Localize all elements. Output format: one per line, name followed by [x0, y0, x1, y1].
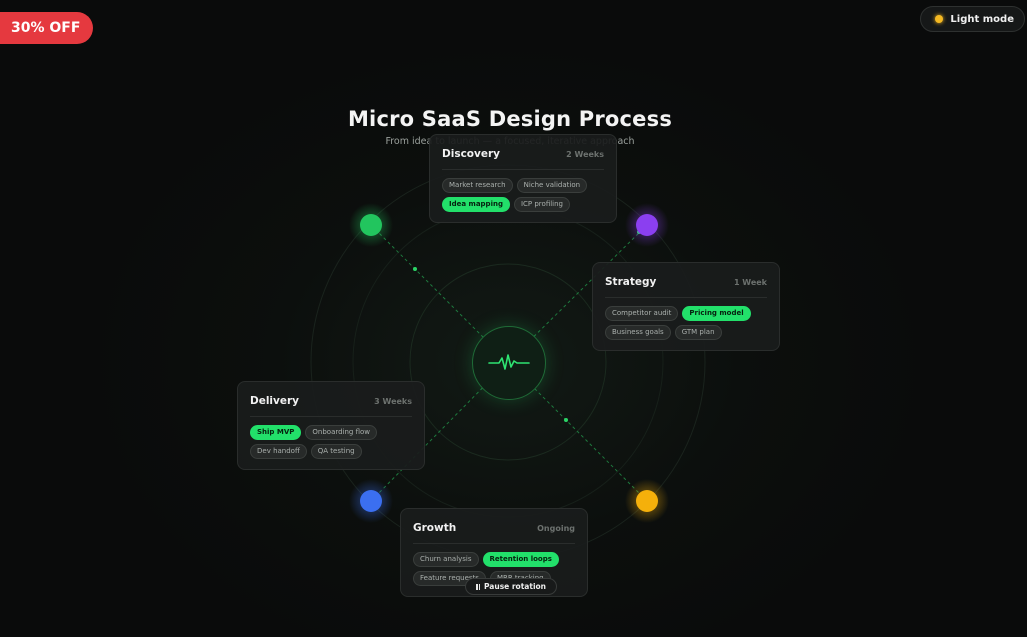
node-discovery[interactable]	[360, 214, 382, 236]
theme-toggle-label: Light mode	[950, 13, 1014, 25]
tag-chip[interactable]: ICP profiling	[513, 197, 570, 212]
pause-icon	[476, 583, 480, 590]
stage-title: Growth	[413, 522, 457, 534]
stage-duration: 3 Weeks	[374, 396, 412, 406]
stage-duration: 1 Week	[733, 277, 767, 287]
discount-badge[interactable]: 30% OFF	[0, 12, 94, 44]
pulse-dot	[413, 267, 417, 271]
sun-icon	[935, 15, 944, 23]
hub	[472, 326, 546, 400]
tag-chip[interactable]: Market research	[442, 178, 513, 193]
node-strategy[interactable]	[636, 214, 658, 236]
node-delivery[interactable]	[360, 490, 382, 512]
tag-chip[interactable]: Pricing model	[682, 306, 751, 321]
tag-chip[interactable]: Retention loops	[482, 552, 559, 567]
tag-chip[interactable]: Churn analysis	[413, 552, 479, 567]
tag-chip[interactable]: Ship MVP	[250, 425, 302, 440]
pulse-icon	[488, 354, 530, 370]
tag-chip[interactable]: Dev handoff	[250, 444, 307, 459]
tag-chip[interactable]: Idea mapping	[442, 197, 510, 212]
page-title: Micro SaaS Design Process	[347, 107, 673, 131]
stage-title: Delivery	[250, 395, 300, 407]
pulse-dot	[564, 418, 568, 422]
connector-discovery	[370, 224, 509, 363]
pause-rotation-label: Pause rotation	[484, 582, 547, 591]
stage-duration: 2 Weeks	[566, 149, 604, 159]
tag-chip[interactable]: QA testing	[310, 444, 362, 459]
orbit-ring-inner	[409, 263, 607, 461]
tag-chip[interactable]: Business goals	[605, 325, 671, 340]
theme-toggle-button[interactable]: Light mode	[920, 6, 1025, 32]
stage-duration: Ongoing	[537, 523, 575, 533]
node-growth[interactable]	[636, 490, 658, 512]
tag-chip[interactable]: GTM plan	[674, 325, 722, 340]
tag-chip[interactable]: Competitor audit	[605, 306, 679, 321]
stage-title: Strategy	[605, 276, 657, 288]
tag-chip[interactable]: Onboarding flow	[305, 425, 378, 440]
pause-rotation-button[interactable]: Pause rotation	[465, 578, 558, 595]
stage-title: Discovery	[442, 148, 500, 160]
tag-chip[interactable]: Niche validation	[516, 178, 588, 193]
